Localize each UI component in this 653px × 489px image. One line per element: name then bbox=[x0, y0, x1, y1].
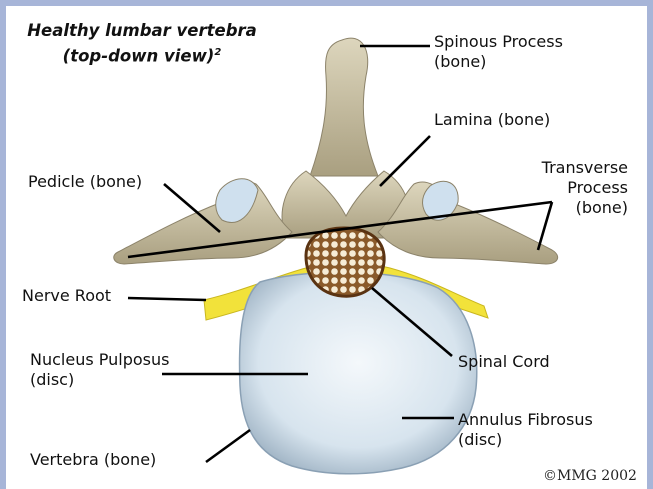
label-spinous-process: Spinous Process (bone) bbox=[434, 32, 563, 72]
leader-nerve-root bbox=[128, 298, 206, 300]
label-annulus-fibrosus: Annulus Fibrosus (disc) bbox=[458, 410, 593, 450]
diagram-title: Healthy lumbar vertebra (top-down view)2 bbox=[26, 20, 258, 68]
label-transverse-process: Transverse Process (bone) bbox=[526, 158, 628, 218]
leader-lamina bbox=[380, 136, 430, 186]
title-line-1: Healthy lumbar vertebra bbox=[26, 20, 258, 42]
label-lamina: Lamina (bone) bbox=[434, 110, 550, 130]
left-transverse-shape bbox=[114, 182, 292, 264]
label-vertebra: Vertebra (bone) bbox=[30, 450, 156, 470]
label-nucleus-pulposus: Nucleus Pulposus (disc) bbox=[30, 350, 169, 390]
spinous-process-shape bbox=[310, 38, 378, 176]
title-footnote: 2 bbox=[214, 47, 221, 58]
title-line-2: (top-down view)2 bbox=[26, 42, 258, 68]
spinal-cord-shape bbox=[306, 228, 384, 296]
leader-vertebra bbox=[206, 430, 250, 462]
label-pedicle: Pedicle (bone) bbox=[28, 172, 142, 192]
copyright-text: ©MMG 2002 bbox=[543, 468, 637, 484]
label-spinal-cord: Spinal Cord bbox=[458, 352, 550, 372]
label-nerve-root: Nerve Root bbox=[22, 286, 111, 306]
